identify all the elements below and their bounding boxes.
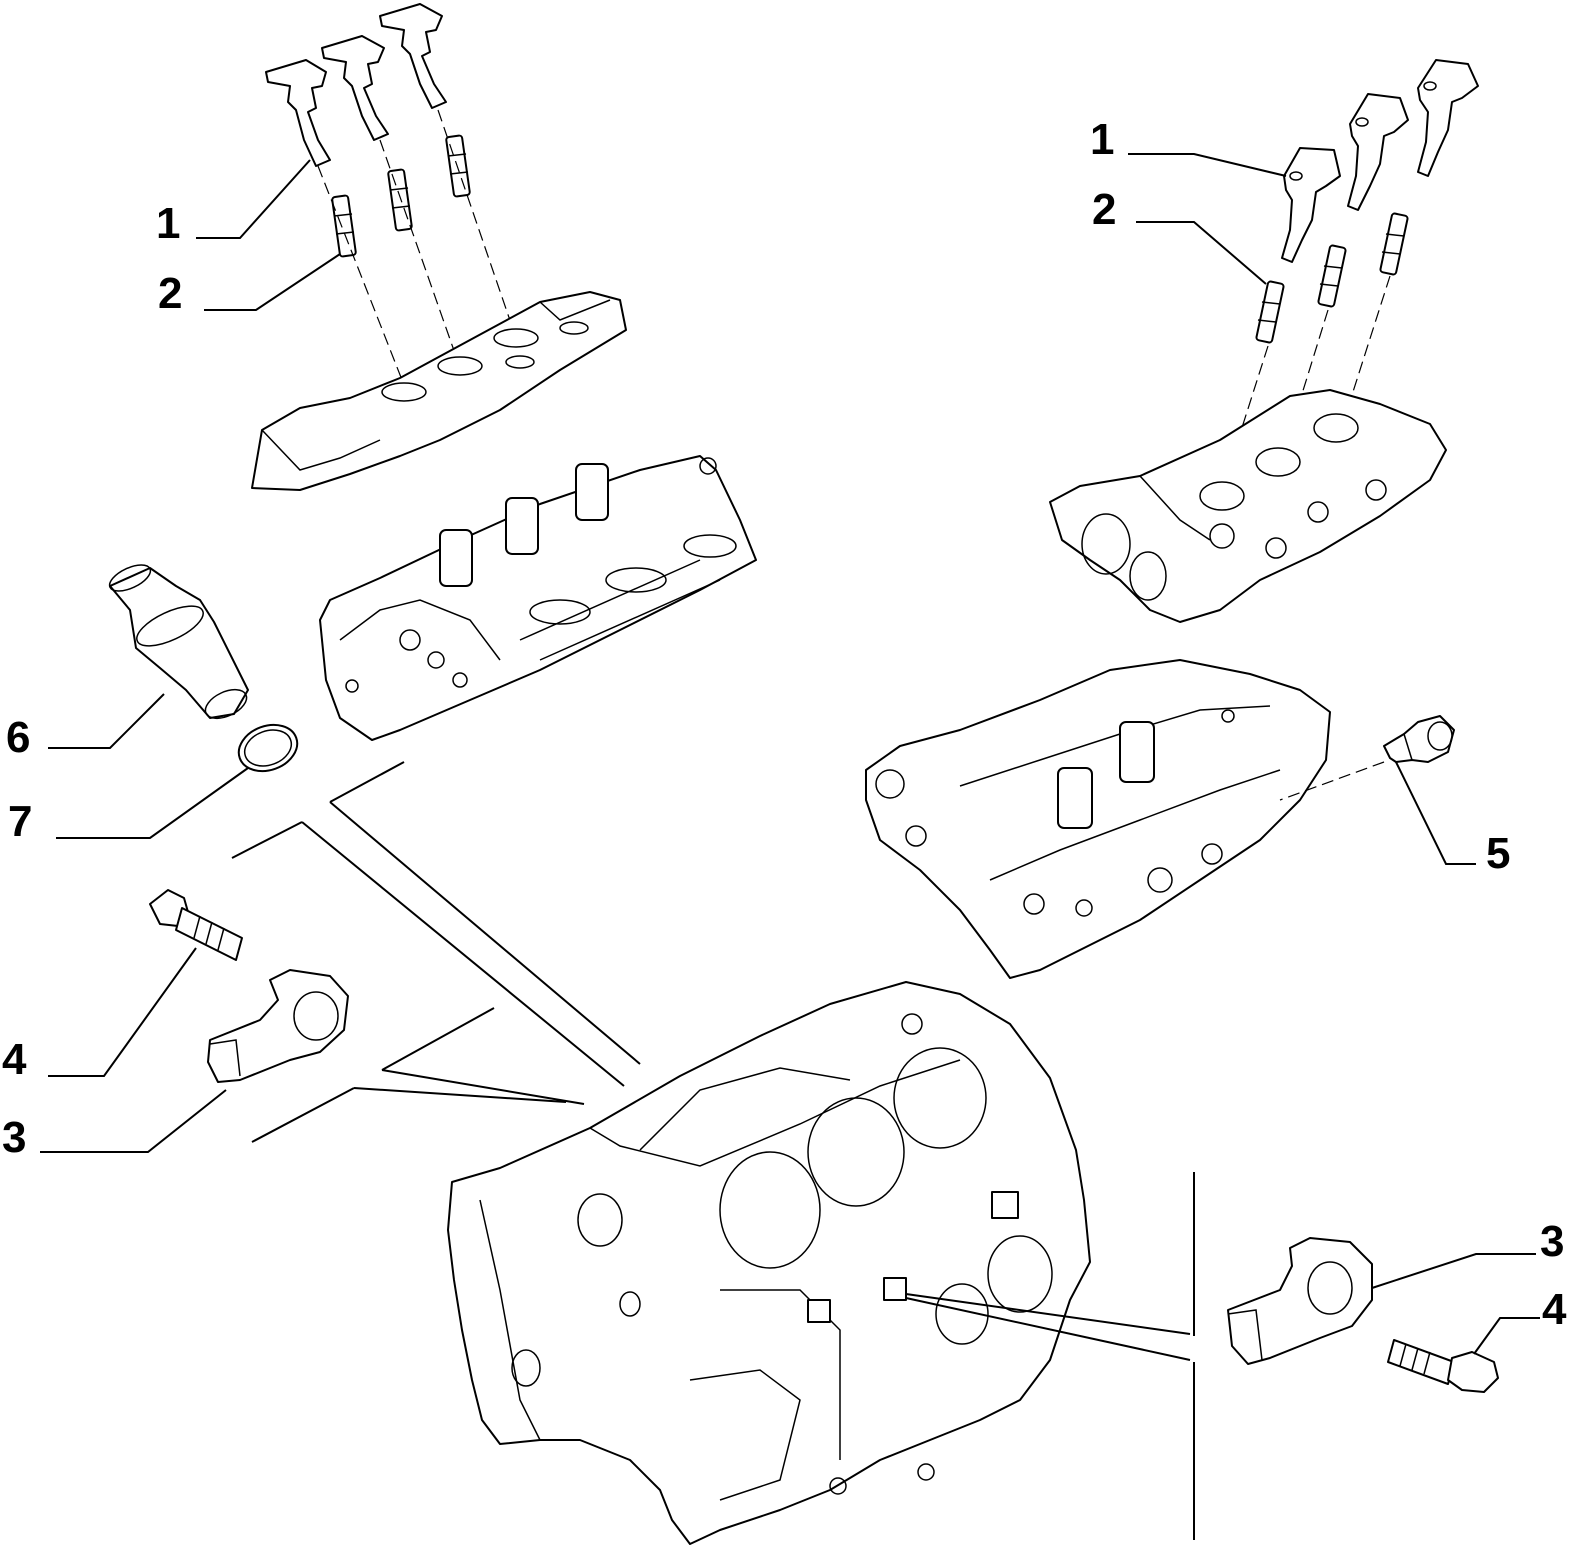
right-knock-sensor-bolt — [1387, 1339, 1499, 1393]
ignition-coil — [265, 59, 331, 167]
callout-2-left: 2 — [158, 269, 182, 318]
o-ring — [237, 723, 299, 773]
callout-3-right: 3 — [1540, 1217, 1564, 1266]
right-knock-sensor — [1227, 1237, 1373, 1365]
left-spark-plugs — [331, 134, 471, 258]
ignition-coil — [1417, 59, 1479, 177]
left-cylinder-head — [319, 455, 757, 741]
ignition-coil — [321, 35, 389, 141]
assembly-guide-lines — [231, 761, 1195, 1540]
ignition-coil — [1281, 147, 1341, 263]
right-ignition-coils — [1281, 59, 1479, 263]
right-cylinder-head — [865, 659, 1331, 979]
callout-3-left: 3 — [2, 1113, 26, 1162]
right-spark-plugs — [1255, 212, 1409, 344]
callout-labels: 1 2 6 7 4 3 1 2 5 3 4 — [2, 115, 1567, 1334]
spark-plug — [331, 194, 357, 258]
spark-plug — [1379, 212, 1409, 276]
ignition-coil — [379, 3, 447, 109]
spark-plug — [1255, 280, 1285, 344]
spark-plug — [387, 168, 413, 232]
left-knock-sensor — [207, 969, 349, 1083]
engine-block — [447, 981, 1091, 1545]
leader-lines — [40, 153, 1540, 1355]
ignition-coil — [1347, 93, 1409, 211]
callout-7: 7 — [8, 797, 32, 846]
left-knock-sensor-bolt — [149, 889, 243, 961]
left-alignment-lines — [317, 109, 517, 386]
left-ignition-coils — [265, 3, 447, 167]
right-valve-cover — [1049, 389, 1447, 623]
callout-1-right: 1 — [1090, 115, 1114, 164]
callout-6: 6 — [6, 713, 30, 762]
callout-4-left: 4 — [2, 1035, 27, 1084]
coolant-temperature-sensor — [1279, 715, 1455, 801]
callout-2-right: 2 — [1092, 185, 1116, 234]
left-valve-cover — [251, 291, 627, 491]
callout-1-left: 1 — [156, 199, 180, 248]
camshaft-position-sensor — [108, 564, 249, 720]
right-alignment-lines — [1223, 275, 1391, 485]
callout-5: 5 — [1486, 829, 1510, 878]
spark-plug — [1317, 244, 1347, 308]
callout-4-right: 4 — [1542, 1285, 1567, 1334]
